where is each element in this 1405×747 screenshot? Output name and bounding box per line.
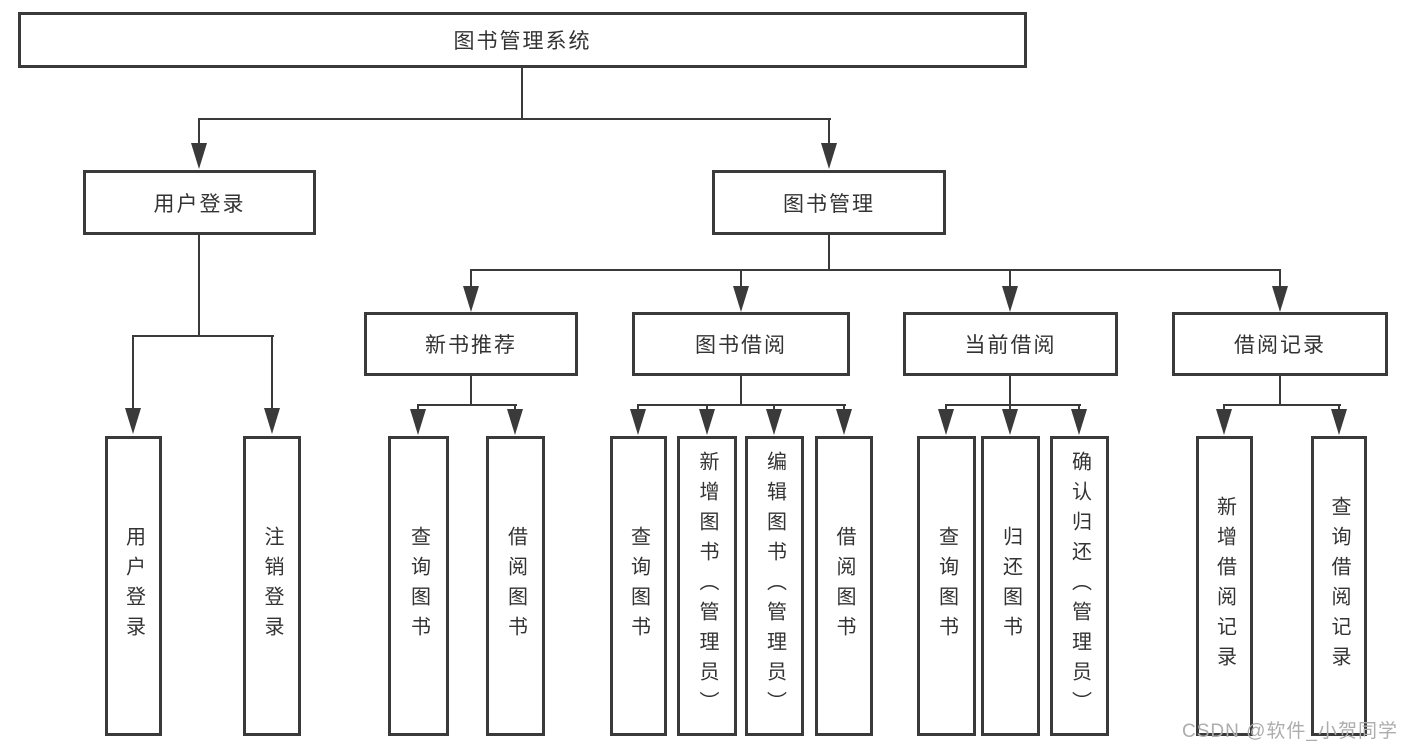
connector-line	[521, 68, 523, 120]
node-book-management-label: 图书管理	[783, 192, 875, 216]
arrow-down-icon	[264, 408, 280, 434]
arrow-down-icon	[1272, 286, 1288, 312]
leaf-newbooks-borrow-book: 借阅图书	[486, 436, 545, 736]
arrow-down-icon	[699, 409, 715, 435]
connector-line	[945, 404, 947, 412]
node-book-borrow-label: 图书借阅	[695, 334, 787, 357]
node-book-borrow: 图书借阅	[632, 312, 850, 376]
leaf-newbooks-query-book-label: 查询图书	[407, 526, 430, 646]
connector-line	[1009, 376, 1011, 406]
node-new-book-recommend: 新书推荐	[364, 312, 578, 376]
arrow-down-icon	[821, 143, 837, 169]
connector-line	[470, 269, 1281, 271]
leaf-user-login: 用户登录	[105, 436, 162, 736]
connector-line	[198, 118, 200, 146]
connector-line	[773, 404, 775, 412]
connector-line	[514, 404, 516, 412]
connector-line	[828, 235, 830, 271]
connector-line	[740, 269, 742, 289]
leaf-newbooks-query-book: 查询图书	[388, 436, 449, 736]
leaf-add-book-admin: 新增图书（管理员）	[677, 436, 737, 736]
leaf-confirm-return-admin-label: 确认归还（管理员）	[1068, 451, 1091, 721]
connector-line	[198, 118, 831, 120]
arrow-down-icon	[125, 408, 141, 434]
arrow-down-icon	[1071, 409, 1087, 435]
connector-line	[1223, 404, 1225, 412]
connector-line	[1009, 404, 1011, 412]
connector-line	[637, 404, 639, 412]
leaf-logout: 注销登录	[243, 436, 301, 736]
connector-line	[417, 404, 419, 412]
leaf-edit-book-admin: 编辑图书（管理员）	[745, 436, 804, 736]
connector-line	[1279, 376, 1281, 406]
node-current-borrow: 当前借阅	[903, 312, 1118, 376]
node-root-label: 图书管理系统	[453, 30, 592, 53]
leaf-edit-book-admin-label: 编辑图书（管理员）	[763, 451, 786, 721]
arrow-down-icon	[1331, 409, 1347, 435]
connector-line	[1223, 404, 1341, 406]
leaf-user-login-label: 用户登录	[122, 526, 145, 646]
node-root: 图书管理系统	[18, 12, 1027, 68]
node-new-book-recommend-label: 新书推荐	[425, 334, 517, 357]
connector-line	[740, 376, 742, 406]
connector-line	[470, 376, 472, 406]
arrow-down-icon	[507, 409, 523, 435]
node-user-login: 用户登录	[83, 170, 316, 235]
connector-line	[1338, 404, 1340, 412]
connector-line	[132, 335, 274, 337]
leaf-borrow-query-book: 查询图书	[610, 436, 667, 736]
arrow-down-icon	[766, 409, 782, 435]
connector-line	[417, 404, 517, 406]
arrow-down-icon	[410, 409, 426, 435]
arrow-down-icon	[1002, 286, 1018, 312]
leaf-confirm-return-admin: 确认归还（管理员）	[1050, 436, 1109, 736]
leaf-query-borrow-record: 查询借阅记录	[1311, 436, 1367, 736]
connector-line	[1009, 269, 1011, 289]
node-borrow-records: 借阅记录	[1172, 312, 1388, 376]
arrow-down-icon	[1216, 409, 1232, 435]
connector-line	[470, 269, 472, 289]
leaf-query-borrow-record-label: 查询借阅记录	[1328, 496, 1350, 676]
leaf-logout-label: 注销登录	[261, 526, 283, 646]
leaf-newbooks-borrow-book-label: 借阅图书	[504, 526, 527, 646]
leaf-add-borrow-record: 新增借阅记录	[1196, 436, 1253, 736]
connector-line	[706, 404, 708, 412]
arrow-down-icon	[463, 286, 479, 312]
connector-line	[1078, 404, 1080, 412]
node-book-management: 图书管理	[712, 170, 946, 235]
leaf-current-query-book-label: 查询图书	[935, 526, 958, 646]
leaf-borrow-book: 借阅图书	[815, 436, 873, 736]
arrow-down-icon	[938, 409, 954, 435]
leaf-borrow-query-book-label: 查询图书	[627, 526, 650, 646]
connector-line	[843, 404, 845, 412]
connector-line	[828, 118, 830, 146]
node-current-borrow-label: 当前借阅	[964, 334, 1057, 357]
leaf-add-book-admin-label: 新增图书（管理员）	[696, 451, 718, 721]
connector-line	[271, 335, 273, 409]
leaf-return-book-label: 归还图书	[999, 526, 1022, 646]
connector-line	[198, 235, 200, 337]
node-user-login-label: 用户登录	[153, 192, 246, 216]
connector-line	[637, 404, 846, 406]
connector-line	[1279, 269, 1281, 289]
leaf-return-book: 归还图书	[981, 436, 1040, 736]
arrow-down-icon	[191, 143, 207, 169]
arrow-down-icon	[630, 409, 646, 435]
leaf-add-borrow-record-label: 新增借阅记录	[1213, 496, 1236, 676]
leaf-borrow-book-label: 借阅图书	[833, 526, 855, 646]
arrow-down-icon	[733, 286, 749, 312]
connector-line	[945, 404, 1081, 406]
arrow-down-icon	[1002, 409, 1018, 435]
node-borrow-records-label: 借阅记录	[1234, 334, 1326, 357]
watermark: CSDN @软件_小贺同学	[1182, 721, 1398, 742]
arrow-down-icon	[836, 409, 852, 435]
connector-line	[132, 335, 134, 409]
leaf-current-query-book: 查询图书	[917, 436, 976, 736]
